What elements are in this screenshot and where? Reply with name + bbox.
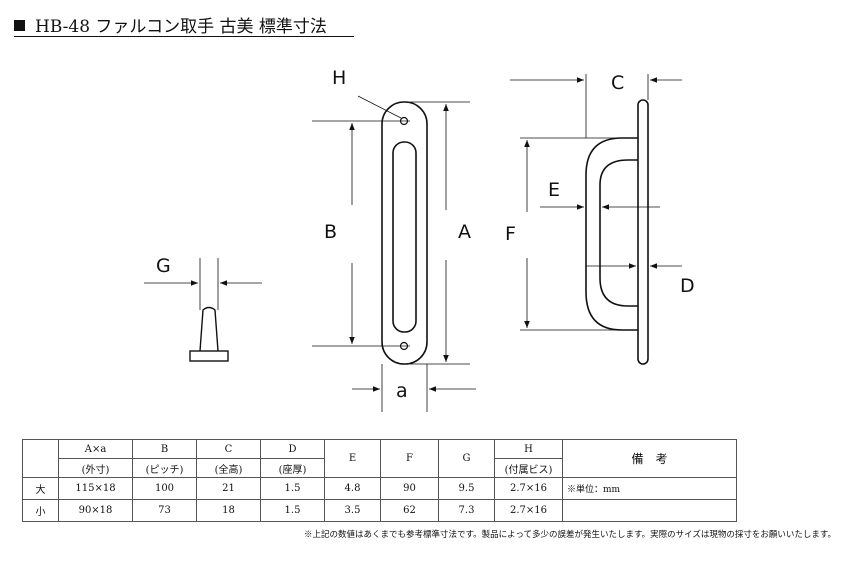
table-cell: 9.5 [438, 477, 495, 500]
side-handle-outer [585, 137, 638, 331]
table-cell: 90×18 [58, 499, 133, 522]
header-D: D [260, 439, 325, 459]
header-remarks: 備 考 [562, 439, 737, 478]
side-view [585, 99, 649, 365]
header-row-2: (外寸) (ピッチ) (全高) (座厚) (付属ビス) [23, 458, 737, 478]
header-C-sub: (全高) [196, 458, 261, 478]
front-slot [392, 141, 417, 333]
header-B-sub: (ピッチ) [132, 458, 197, 478]
table-cell: 90 [380, 477, 439, 500]
screw-view [189, 306, 229, 362]
dim-label-F: F [505, 223, 516, 245]
dim-label-G: G [156, 255, 171, 277]
side-dimensions [510, 74, 682, 331]
header-AxA-sub: (外寸) [58, 458, 133, 478]
dim-label-C: C [611, 72, 624, 94]
header-size-cell [22, 439, 59, 478]
dim-label-a: a [396, 380, 408, 402]
table-cell: 1.5 [260, 477, 325, 500]
header-E: E [324, 439, 381, 478]
screw-shaft [199, 306, 219, 352]
front-dimensions [312, 95, 476, 412]
table-cell: 2.7×16 [494, 499, 563, 522]
table-cell: 115×18 [58, 477, 133, 500]
title-text: HB-48 ファルコン取手 古美 標準寸法 [35, 17, 327, 37]
screw-dimensions [144, 258, 262, 310]
header-H-sub: (付属ビス) [494, 458, 563, 478]
table-cell: 100 [132, 477, 197, 500]
page-title: HB-48 ファルコン取手 古美 標準寸法 [14, 12, 327, 37]
dim-label-E: E [548, 179, 560, 201]
size-label: 小 [22, 499, 59, 522]
table-cell: 1.5 [260, 499, 325, 522]
size-label: 大 [22, 477, 59, 500]
table-cell: 21 [196, 477, 261, 500]
screw-head [189, 350, 229, 362]
footnote: ※上記の数値はあくまでも参考標準寸法です。製品によって多少の誤差が発生いたします… [303, 530, 836, 540]
header-C: C [196, 439, 261, 459]
header-F: F [380, 439, 439, 478]
technical-drawing: H B A a C E F D G [144, 67, 695, 412]
side-plate [637, 99, 649, 365]
table-cell: 2.7×16 [494, 477, 563, 500]
dim-label-D: D [680, 275, 695, 297]
table-cell: 62 [380, 499, 439, 522]
header-H: H [494, 439, 563, 459]
header-G: G [438, 439, 495, 478]
remark-unit: ※単位：mm [562, 477, 737, 500]
front-view [381, 101, 428, 365]
table-cell: 7.3 [438, 499, 495, 522]
table-row: 大 115×18 100 21 1.5 4.8 90 9.5 2.7×16 ※単… [22, 477, 737, 500]
table-cell: 3.5 [324, 499, 381, 522]
header-AxA: A×a [58, 439, 133, 459]
side-handle-inner [599, 159, 638, 307]
table-cell: 18 [196, 499, 261, 522]
title-underline [14, 36, 354, 37]
header-D-sub: (座厚) [260, 458, 325, 478]
square-bullet-icon [14, 20, 25, 31]
dim-label-A: A [458, 221, 471, 243]
remark-empty [562, 499, 737, 522]
table-cell: 4.8 [324, 477, 381, 500]
header-B: B [132, 439, 197, 459]
spec-table: A×a B C D E F G H 備 考 (外寸) (ピッチ) (全高) (座… [22, 439, 737, 522]
header-row-1: A×a B C D E F G H 備 考 [22, 439, 737, 478]
table-row: 小 90×18 73 18 1.5 3.5 62 7.3 2.7×16 [22, 499, 737, 522]
table-cell: 73 [132, 499, 197, 522]
dim-label-H: H [332, 67, 346, 89]
front-plate [381, 101, 428, 365]
dim-label-B: B [324, 221, 337, 243]
